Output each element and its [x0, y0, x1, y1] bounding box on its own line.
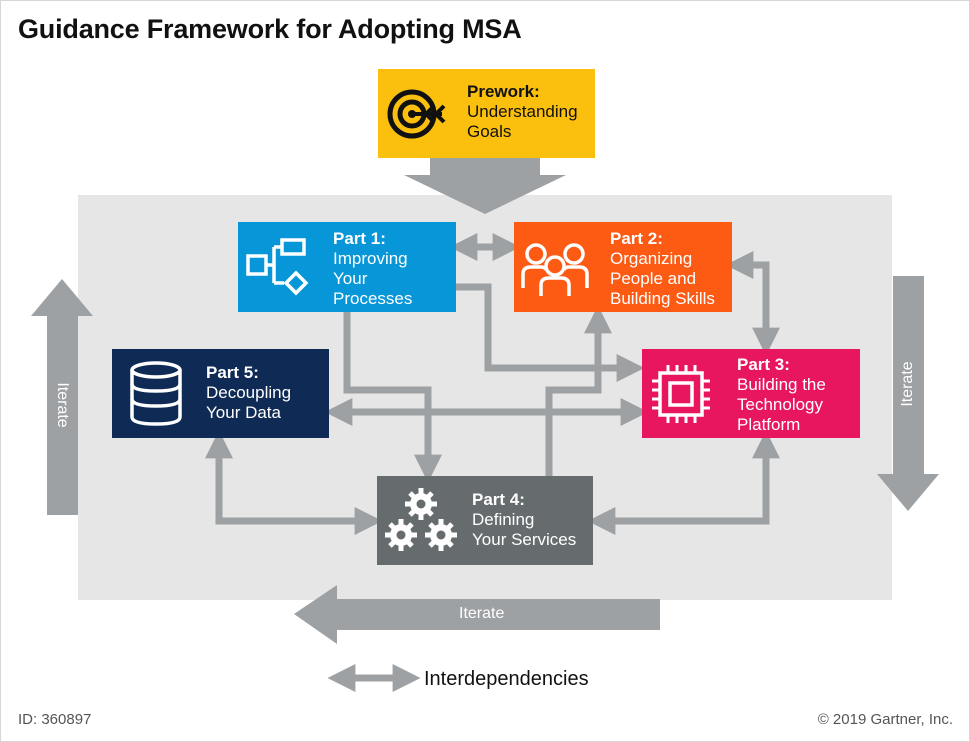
prework-line: Goals [467, 122, 512, 141]
part3-label: Part 3: Building the Technology Platform [737, 355, 826, 435]
part5-heading: Part 5: [206, 363, 259, 382]
chip-icon [652, 365, 710, 423]
iterate-bottom-label: Iterate [459, 605, 505, 622]
link-part4-part2 [545, 305, 612, 476]
gears-icon [385, 488, 457, 551]
part1-line: Your [333, 269, 368, 288]
part4-heading: Part 4: [472, 490, 525, 509]
link-part5-part4 [205, 430, 383, 535]
database-icon [130, 361, 182, 426]
part4-label: Part 4: Defining Your Services [472, 490, 576, 550]
link-part3-part4 [587, 430, 780, 535]
link-part1-part4 [343, 312, 442, 483]
target-icon [387, 89, 446, 139]
part1-line: Processes [333, 289, 413, 308]
legend-label: Interdependencies [424, 668, 589, 690]
part3-heading: Part 3: [737, 355, 790, 374]
iterate-right-label: Iterate [899, 361, 916, 407]
part4-line: Your Services [472, 530, 577, 549]
iterate-bottom-arrow [294, 585, 660, 644]
prework-down-arrow [404, 158, 566, 214]
link-part1-part3 [456, 283, 645, 382]
iterate-left-label: Iterate [54, 382, 71, 428]
prework-line: Understanding [467, 102, 578, 121]
part2-label: Part 2: Organizing People and Building S… [610, 229, 715, 309]
part5-line: Decoupling [206, 383, 292, 402]
part5-label: Part 5: Decoupling Your Data [206, 363, 291, 423]
page-title: Guidance Framework for Adopting MSA [18, 14, 522, 44]
iterate-right-arrow [877, 276, 939, 511]
part2-heading: Part 2: [610, 229, 663, 248]
people-group-icon [521, 243, 589, 296]
part3-line: Technology [737, 395, 824, 414]
prework-heading: Prework: [467, 82, 540, 101]
part5-box: Part 5: Decoupling Your Data [112, 349, 329, 438]
part2-box: Part 2: Organizing People and Building S… [514, 222, 732, 312]
part4-box: Part 4: Defining Your Services [377, 476, 593, 565]
part1-line: Improving [333, 249, 408, 268]
part1-heading: Part 1: [333, 229, 386, 248]
copyright: © 2019 Gartner, Inc. [817, 711, 953, 728]
link-part2-part3 [725, 251, 780, 356]
part2-line: Building Skills [610, 289, 715, 308]
flowchart-icon [246, 238, 309, 296]
part4-line: Defining [472, 510, 535, 529]
part3-line: Platform [737, 415, 801, 434]
iterate-left-arrow [31, 279, 93, 515]
part1-box: Part 1: Improving Your Processes [238, 222, 456, 312]
figure-id: ID: 360897 [18, 711, 92, 728]
part2-line: Organizing [610, 249, 693, 268]
part1-label: Part 1: Improving Your Processes [333, 229, 412, 309]
part3-box: Part 3: Building the Technology Platform [642, 349, 860, 438]
part2-line: People and [610, 269, 697, 288]
prework-box: Prework: Understanding Goals [378, 69, 595, 158]
prework-label: Prework: Understanding Goals [467, 82, 578, 142]
part5-line: Your Data [206, 403, 281, 422]
part3-line: Building the [737, 375, 826, 394]
